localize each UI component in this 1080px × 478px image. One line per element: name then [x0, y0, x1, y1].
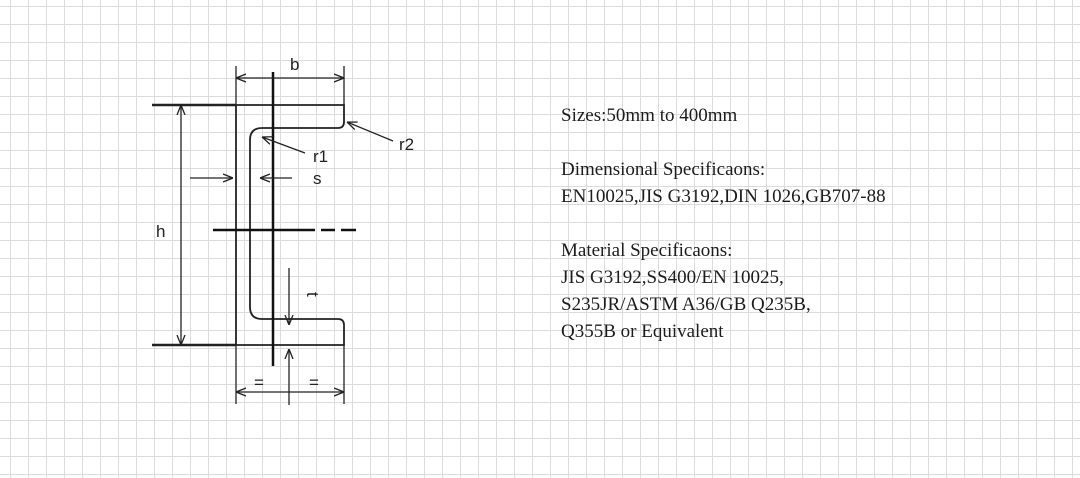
- sizes-text: Sizes:50mm to 400mm: [561, 105, 738, 126]
- equal-left-label: =: [254, 373, 264, 392]
- h-label: h: [156, 222, 165, 241]
- r2-label: r2: [399, 135, 414, 154]
- equal-right-label: =: [309, 373, 319, 392]
- channel-section-diagram: b h s r1 r2 t = =: [152, 55, 414, 405]
- width-b-dimension: [235, 66, 345, 105]
- r1-label: r1: [313, 147, 328, 166]
- dimensional-spec-title: Dimensional Specificaons:: [561, 159, 766, 180]
- material-spec-title: Material Specificaons:: [561, 240, 733, 261]
- material-spec-line: JIS G3192,SS400/EN 10025,: [561, 267, 784, 288]
- r2-leader: [347, 122, 394, 142]
- material-spec-line: Q355B or Equivalent: [561, 321, 724, 342]
- b-label: b: [290, 55, 299, 74]
- material-spec-line: S235JR/ASTM A36/GB Q235B,: [561, 294, 811, 315]
- height-h-dimension: [152, 103, 236, 347]
- dimensional-spec-value: EN10025,JIS G3192,DIN 1026,GB707-88: [561, 186, 886, 207]
- channel-profile: [235, 104, 345, 346]
- equal-halves-dimension: [235, 345, 345, 404]
- specifications-panel: Sizes:50mm to 400mm Dimensional Specific…: [561, 102, 1041, 345]
- s-label: s: [313, 169, 322, 188]
- t-label: t: [303, 292, 322, 297]
- r1-leader: [262, 137, 306, 154]
